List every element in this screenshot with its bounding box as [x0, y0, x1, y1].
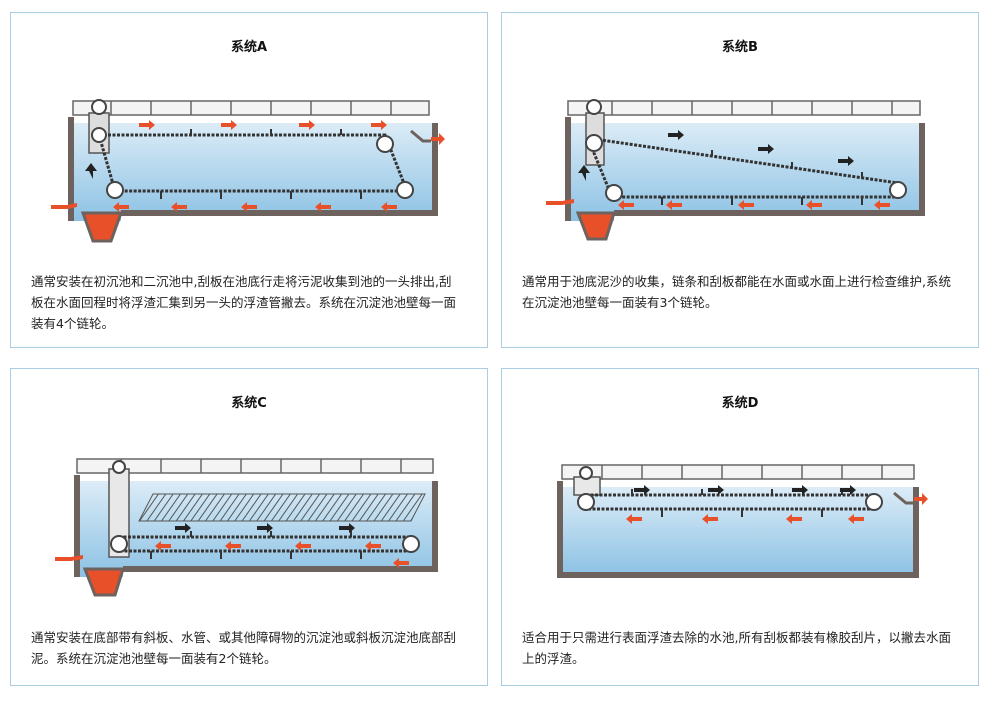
scum-pipe: [410, 129, 431, 143]
tank-wall: [68, 117, 438, 221]
tank-water: [560, 487, 916, 575]
flow-arrows: [55, 541, 409, 568]
card-title: 系统B: [722, 40, 758, 55]
sludge-hopper: [82, 567, 126, 597]
diagram-system-c: [55, 458, 438, 597]
sprockets: [91, 127, 414, 199]
sludge-hopper: [575, 211, 617, 241]
sludge-hopper: [80, 211, 124, 243]
card-title: 系统D: [721, 396, 759, 411]
diagram-system-d: [557, 464, 928, 578]
tank-wall: [557, 481, 919, 578]
direction-arrows: [634, 485, 856, 495]
card-description: 通常用于池底泥沙的收集，链条和刮板都能在水面或水面上进行检查维护,系统在沉淀池池…: [522, 274, 951, 310]
diagram-system-b: [546, 99, 925, 241]
card-title: 系统C: [231, 396, 267, 411]
card-system-c: 系统C: [10, 368, 488, 686]
railing: [567, 100, 921, 116]
flow-arrows: [51, 120, 445, 212]
inclined-plates: [138, 493, 426, 522]
drive-motor: [586, 99, 602, 115]
flights: [661, 150, 863, 205]
direction-arrows: [175, 523, 355, 533]
card-system-b: 系统B: [501, 12, 979, 348]
card-system-d: 系统D: [501, 368, 979, 686]
flights: [160, 129, 362, 199]
card-description: 适合用于只需进行表面浮渣去除的水池,所有刮板都装有橡胶刮片，以撇去水面上的浮渣。: [522, 630, 951, 666]
flow-arrows: [546, 199, 890, 210]
flights: [150, 531, 362, 559]
drive-motor: [579, 466, 593, 480]
card-system-a: 系统A: [10, 12, 488, 348]
railing: [72, 100, 430, 116]
chain-loop: [97, 133, 410, 193]
direction-arrows: [578, 130, 854, 181]
card-description: 通常安装在初沉池和二沉池中,刮板在池底行走将污泥收集到池的一头排出,刮板在水面回…: [31, 274, 457, 331]
sprockets: [585, 134, 907, 202]
sprockets: [110, 535, 420, 553]
railing: [76, 458, 434, 474]
diagram-system-a: [51, 99, 445, 243]
scum-pipe: [893, 491, 914, 505]
flow-arrows: [626, 493, 928, 524]
card-title: 系统A: [230, 40, 268, 55]
drive-motor: [112, 460, 126, 474]
railing: [561, 464, 915, 480]
sprockets: [577, 493, 883, 511]
drive-motor: [91, 99, 107, 115]
card-description: 通常安装在底部带有斜板、水管、或其他障碍物的沉淀池或斜板沉淀池底部刮泥。系统在沉…: [31, 630, 457, 666]
up-arrow: [85, 163, 97, 179]
